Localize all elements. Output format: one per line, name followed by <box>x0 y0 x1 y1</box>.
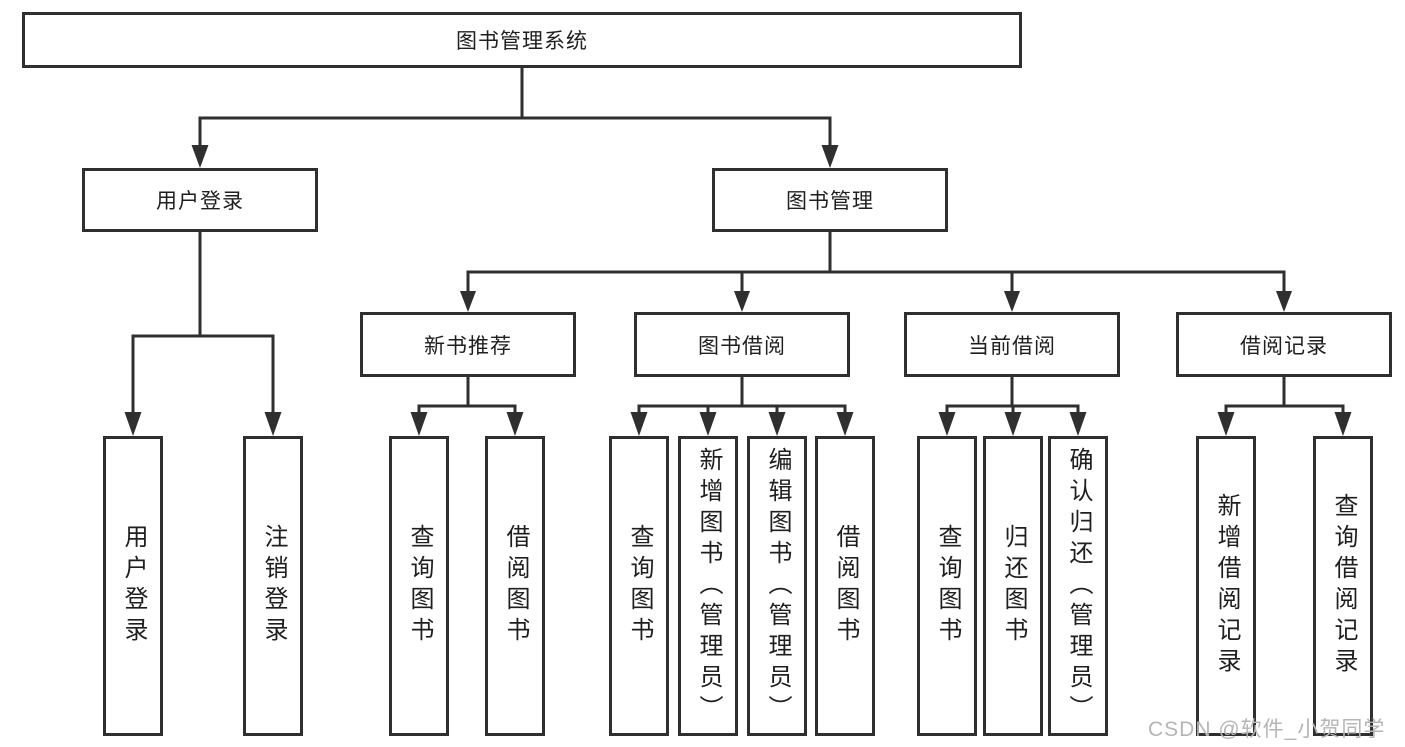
node-rec-borrow-books: 借阅图书 <box>485 436 545 736</box>
node-book-borrowing: 图书借阅 <box>634 312 850 377</box>
node-label: 图书管理系统 <box>456 30 588 53</box>
node-label: 用户登录 <box>120 524 147 648</box>
node-label: 归还图书 <box>1000 524 1027 648</box>
node-cb-query-books: 查询图书 <box>917 436 977 736</box>
node-label: 确认归还（管理员） <box>1065 446 1092 726</box>
node-label: 查询图书 <box>934 524 961 648</box>
node-label: 借阅图书 <box>502 524 529 648</box>
node-bb-borrow-books: 借阅图书 <box>815 436 875 736</box>
node-label: 新书推荐 <box>424 334 512 358</box>
node-label: 借阅记录 <box>1240 334 1328 358</box>
node-label: 借阅图书 <box>832 524 859 648</box>
node-label: 图书借阅 <box>698 334 786 358</box>
node-label: 图书管理 <box>786 190 874 213</box>
node-book-management: 图书管理 <box>712 168 948 232</box>
node-label: 新增借阅记录 <box>1213 493 1240 679</box>
node-user-login: 用户登录 <box>82 168 318 232</box>
node-br-add-record: 新增借阅记录 <box>1196 436 1256 736</box>
node-label: 编辑图书（管理员） <box>764 446 791 726</box>
node-label: 查询图书 <box>406 524 433 648</box>
node-label: 新增图书（管理员） <box>695 446 722 726</box>
connector-lines <box>131 66 1345 414</box>
node-bb-add-books-admin: 新增图书（管理员） <box>678 436 738 736</box>
node-borrowing-records: 借阅记录 <box>1176 312 1392 377</box>
node-bb-edit-books-admin: 编辑图书（管理员） <box>747 436 807 736</box>
node-rec-query-books: 查询图书 <box>389 436 449 736</box>
node-leaf-user-login: 用户登录 <box>103 436 163 736</box>
node-br-query-record: 查询借阅记录 <box>1313 436 1373 736</box>
arrowheads <box>124 145 1352 436</box>
node-label: 注销登录 <box>260 524 287 648</box>
node-label: 当前借阅 <box>968 334 1056 358</box>
csdn-watermark: CSDN @软件_小贺同学 <box>1148 718 1386 741</box>
node-label: 查询借阅记录 <box>1330 493 1357 679</box>
node-library-management-system: 图书管理系统 <box>22 12 1022 68</box>
node-current-borrowing: 当前借阅 <box>904 312 1120 377</box>
node-label: 用户登录 <box>156 190 244 213</box>
node-cb-return-books: 归还图书 <box>983 436 1043 736</box>
node-bb-query-books: 查询图书 <box>609 436 669 736</box>
node-label: 查询图书 <box>626 524 653 648</box>
node-cb-confirm-return-admin: 确认归还（管理员） <box>1048 436 1108 736</box>
node-new-book-recommendation: 新书推荐 <box>360 312 576 377</box>
node-leaf-logout: 注销登录 <box>243 436 303 736</box>
